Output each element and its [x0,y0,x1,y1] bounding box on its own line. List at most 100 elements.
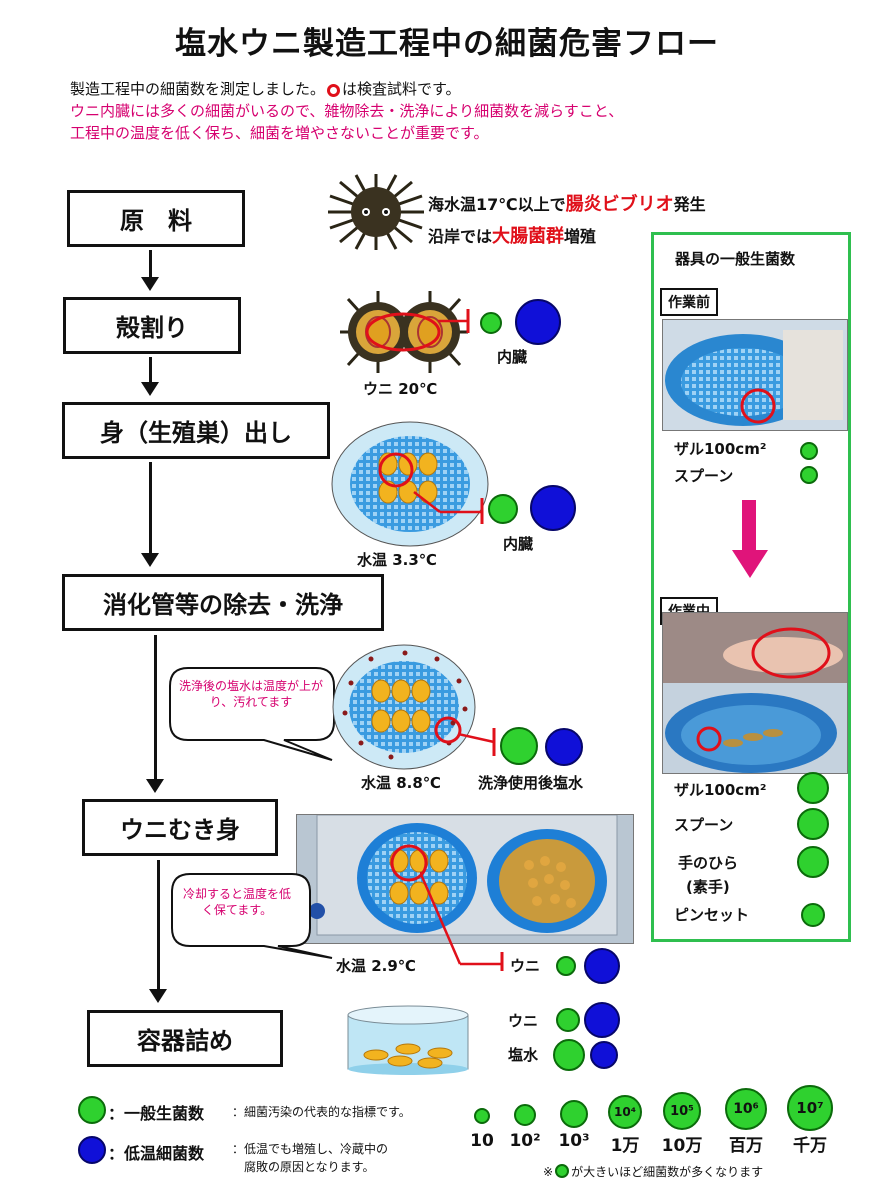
peeled-uni-photo [296,814,634,944]
flow-arrow-head [146,779,164,793]
footnote-dot [555,1164,570,1178]
green-count-dot [553,1039,585,1071]
wash-note: 洗浄後の塩水は温度が上がり、汚れてます [178,679,323,709]
step-packing: 容器詰め [87,1010,283,1067]
step-raw-material: 原 料 [67,190,245,247]
panel-title: 器具の一般生菌数 [675,250,796,268]
scale-label-100: 10² [509,1131,541,1151]
page-title: 塩水ウニ製造工程中の細菌危害フロー [175,26,719,62]
green-count-dot [488,494,518,524]
scale-label-10m: 千万 [793,1136,827,1156]
blue-count-dot [515,299,561,345]
legend-green-desc: ：細菌汚染の代表的な指標です。 [232,1105,411,1119]
scale-footnote: ※ が大きいほど細菌数が多くなります [543,1163,763,1180]
flow-arrow-head [141,277,159,291]
flow-arrow-head [149,989,167,1003]
peel-note: 冷却すると温度を低く保てます。 [182,887,291,917]
blue-count-dot [530,485,576,531]
scale-label-1m: 百万 [729,1136,763,1156]
raw-note-text: 海水温17℃以上で [428,195,566,214]
green-count-dot [800,466,818,484]
step-peeled-uni: ウニむき身 [82,799,278,856]
sample-ring-icon [327,84,341,97]
sample-pointer [420,872,504,971]
footnote-mark: ※ [543,1165,554,1179]
before-work-tag: 作業前 [660,288,718,316]
green-count-dot [480,312,502,334]
pack-brine-label: 塩水 [508,1046,539,1064]
step-shell-cracking: 殻割り [63,297,241,354]
legend-green-dot [78,1096,106,1124]
flow-arrow-line [149,357,152,383]
legend-blue-desc-1: ：低温でも増殖し、冷蔵中の [232,1142,389,1156]
intro-line-1: 製造工程中の細菌数を測定しました。は検査試料です。 [70,80,461,99]
during-item-tweezers: ピンセット [674,906,750,924]
blue-count-dot [545,728,583,766]
intro-line-2: ウニ内臓には多くの細菌がいるので、雑物除去・洗浄により細菌数を減らすこと、 [70,102,624,120]
speech-bubble [169,667,335,761]
step-gonad-extraction: 身（生殖巣）出し [62,402,330,459]
blue-count-dot [590,1041,618,1069]
intro-line-3: 工程中の温度を低く保ち、細菌を増やさないことが重要です。 [70,124,489,142]
footnote-text: が大きいほど細菌数が多くなります [571,1165,764,1179]
before-work-photo [662,319,848,431]
blue-count-dot [584,1002,620,1038]
during-item-colander: ザル100cm² [674,781,767,799]
sample-pointer [458,728,496,756]
before-item-colander: ザル100cm² [674,440,767,458]
intro-line-1b: は検査試料です。 [342,80,461,98]
down-arrow-icon [732,500,768,578]
legend-blue-dot [78,1136,106,1164]
flow-arrow-head [141,382,159,396]
body-temp-label: 水温 3.3℃ [357,551,437,569]
container-icon [347,1005,469,1075]
sample-pointer [438,309,470,333]
scale-label-10k: 1万 [610,1136,640,1156]
flow-arrow-head [141,553,159,567]
green-count-dot [500,727,538,765]
flow-arrow-line [149,462,152,554]
raw-note-text: 発生 [673,195,706,214]
wash-temp-label: 水温 8.8℃ [361,774,441,792]
cracked-urchin-icon [340,291,468,373]
raw-note-coliform: 沿岸では大腸菌群増殖 [428,222,596,248]
intro-line-1a: 製造工程中の細菌数を測定しました。 [70,80,326,98]
green-count-dot [556,956,576,976]
green-count-dot [797,808,829,840]
vibrio-highlight: 腸炎ビブリオ [565,194,674,215]
green-count-dot [800,442,818,460]
colander-icon [331,421,489,547]
during-item-spoon: スプーン [674,816,734,834]
green-count-dot [797,772,829,804]
scale-dot-10 [474,1108,490,1124]
scale-dot-1e7: 10⁷ [787,1085,833,1131]
coliform-highlight: 大腸菌群 [492,226,565,247]
scale-label-10: 10 [470,1131,494,1151]
scale-dot-1e5: 10⁵ [663,1092,701,1130]
shell-temp-label: ウニ 20℃ [363,380,438,398]
flow-arrow-line [154,635,157,780]
scale-dot-100 [514,1104,536,1126]
legend-green-label: ：一般生菌数 [108,1104,205,1123]
scale-dot-1e4: 10⁴ [608,1095,642,1129]
before-work-illustration [663,320,847,430]
scale-label-100k: 10万 [661,1136,703,1156]
shell-target-label: 内臓 [497,348,528,366]
flow-arrow-line [157,860,160,990]
equipment-panel [651,232,851,942]
peel-temp-label: 水温 2.9℃ [336,957,416,975]
wash-colander-icon [332,644,476,770]
step-gut-removal-washing: 消化管等の除去・洗浄 [62,574,384,631]
peeled-uni-illustration [297,815,633,943]
speech-bubble [171,873,333,959]
legend-blue-label: ：低温細菌数 [108,1144,205,1163]
legend-blue-desc-2: 腐敗の原因となります。 [244,1160,375,1174]
raw-note-text: 沿岸では [428,227,493,246]
body-target-label: 内臓 [503,535,534,553]
pack-uni-label: ウニ [508,1012,539,1030]
green-count-dot [797,846,829,878]
green-count-dot [801,903,825,927]
wash-target-label: 洗浄使用後塩水 [478,774,584,792]
blue-count-dot [584,948,620,984]
scale-label-1000: 10³ [558,1131,590,1151]
